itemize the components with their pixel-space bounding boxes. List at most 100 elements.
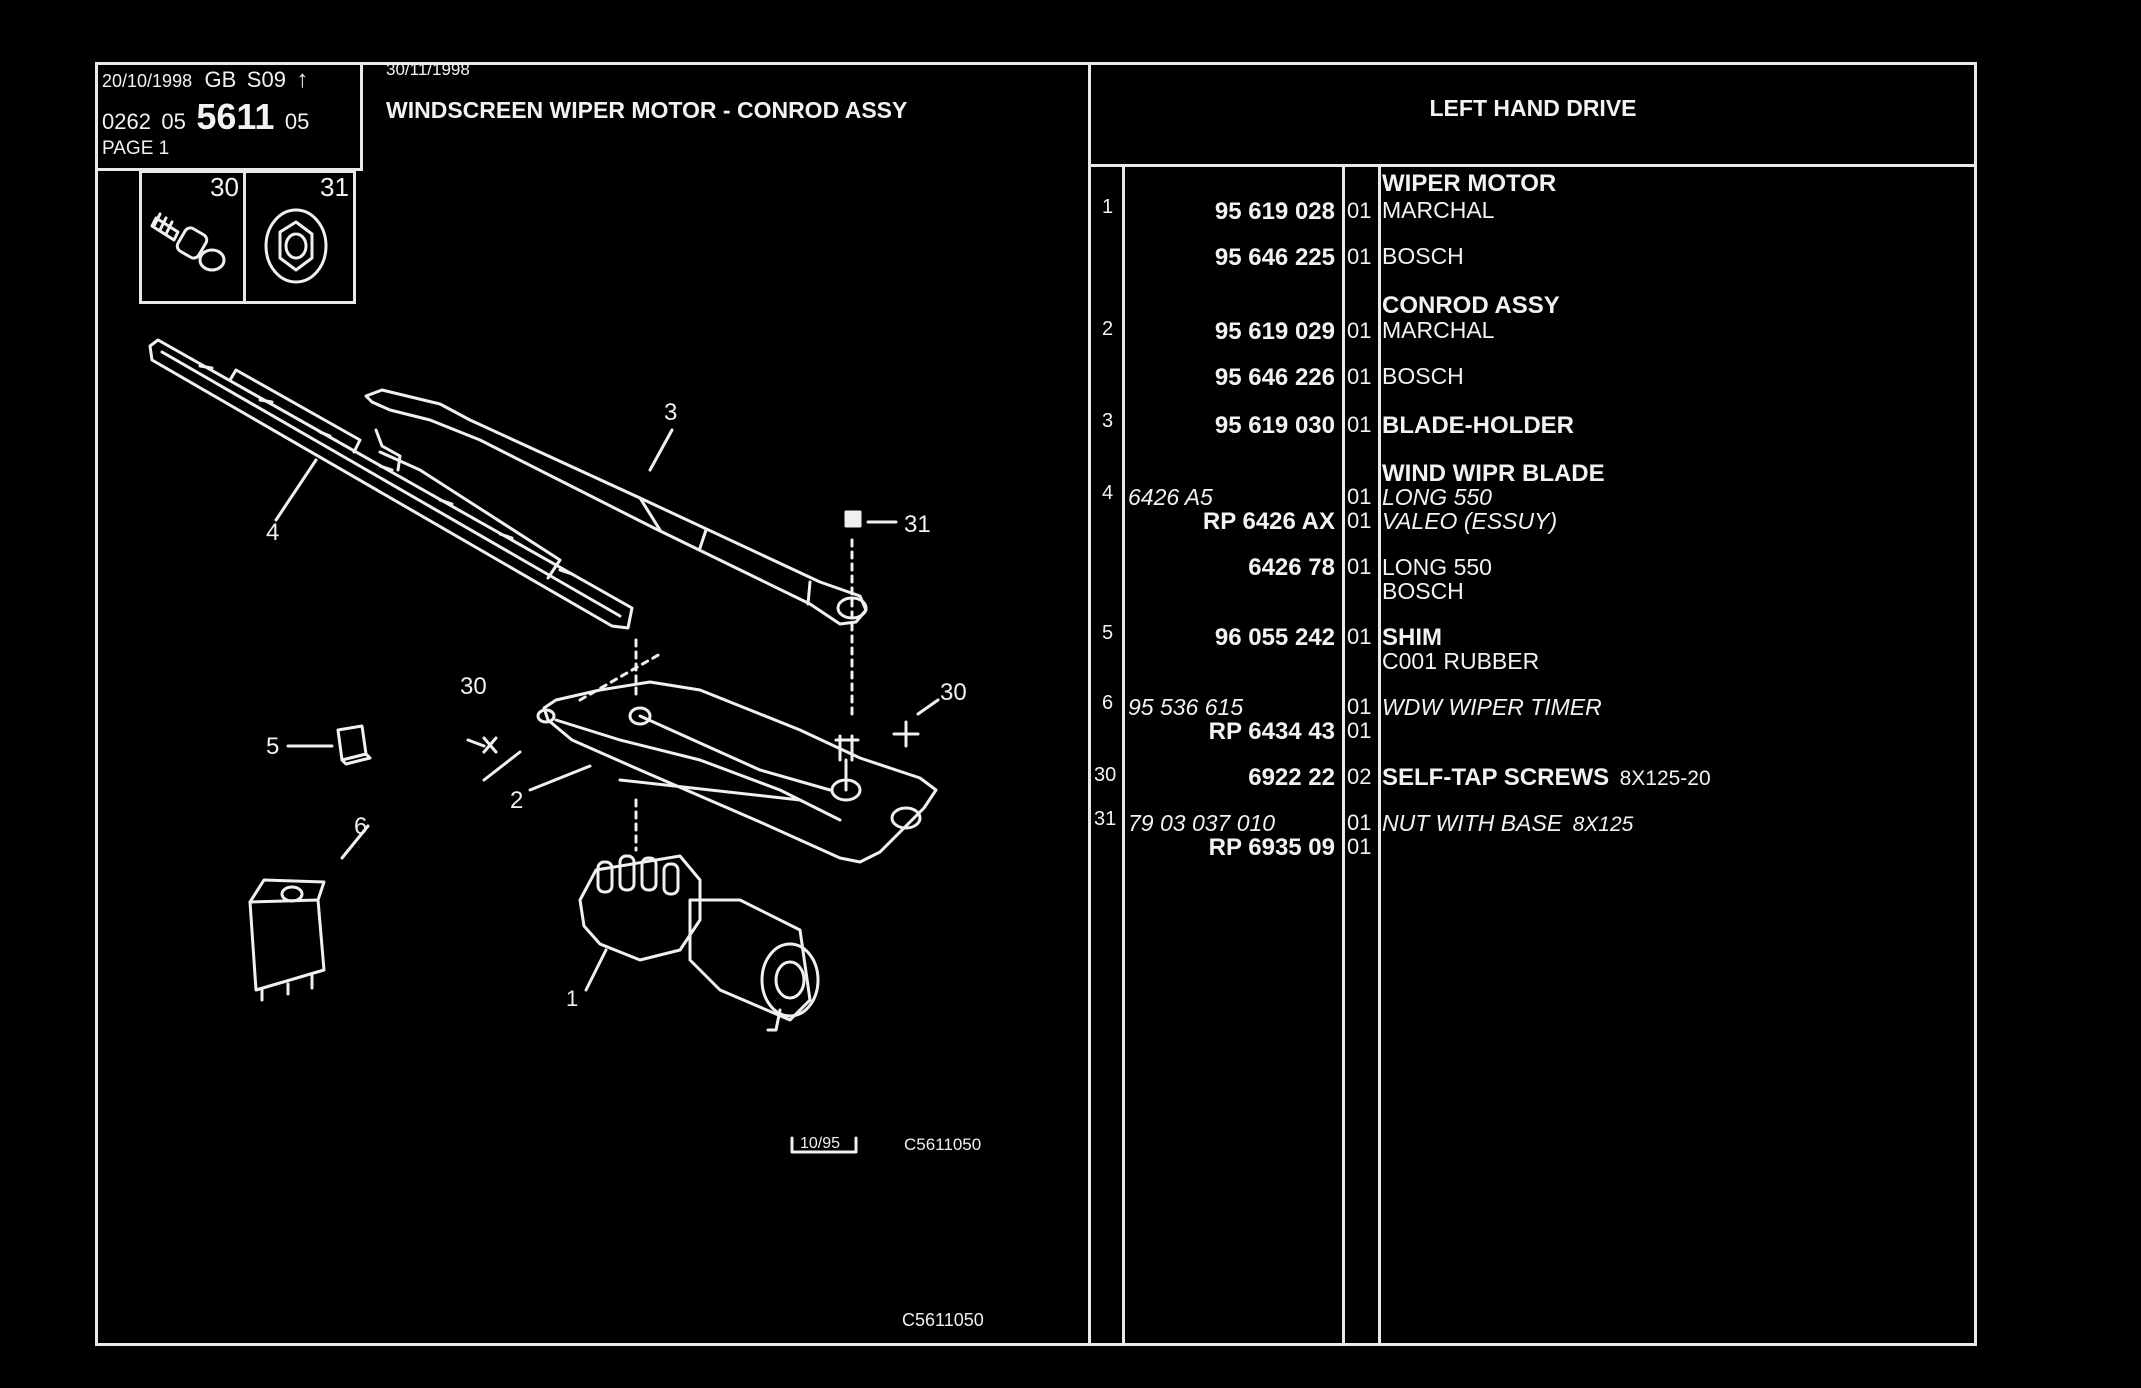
- header-col-divider: [360, 62, 363, 170]
- wiper-motor: [578, 854, 820, 1032]
- part-description: SHIM: [1382, 624, 1442, 651]
- callout-30-right: 30: [940, 679, 967, 706]
- quantity: 01: [1347, 554, 1372, 579]
- timer-relay: [248, 878, 326, 1002]
- part-reference: 96 055 242: [1214, 624, 1335, 651]
- date-update: 30/11/1998: [386, 60, 470, 79]
- part-heading: CONROD ASSY: [1382, 292, 1560, 319]
- part-description-alt: WDW WIPER TIMER: [1382, 694, 1602, 720]
- part-reference-alt: 95 536 615: [1128, 694, 1244, 720]
- table-col-line-2: [1342, 166, 1345, 1344]
- part-reference: 95 646 225: [1214, 244, 1335, 271]
- item-number: 3: [1102, 410, 1114, 432]
- item-number: 30: [1094, 764, 1117, 786]
- callout-31: 31: [904, 511, 931, 538]
- part-reference: 95 646 226: [1214, 364, 1335, 391]
- item-number: 5: [1102, 622, 1114, 644]
- frame-left: [95, 62, 98, 1346]
- callout-1: 1: [566, 986, 578, 1011]
- inset-box-screw: [139, 170, 246, 304]
- part-reference: RP 6426 AX: [1202, 508, 1335, 535]
- code-b: 05: [161, 109, 186, 134]
- market-code: GB: [204, 67, 237, 92]
- callout-2: 2: [510, 787, 523, 814]
- part-description-main: NUT WITH BASE: [1382, 810, 1563, 836]
- part-reference: RP 6434 43: [1208, 718, 1335, 745]
- callout-5: 5: [266, 733, 279, 760]
- part-description: BOSCH: [1382, 363, 1464, 389]
- item-number: 4: [1102, 482, 1114, 504]
- parts-table: WIPER MOTOR 1 95 619 028 01 MARCHAL 95 6…: [1090, 166, 1974, 1342]
- page-title: WINDSCREEN WIPER MOTOR - CONROD ASSY: [386, 97, 908, 123]
- part-description: BOSCH: [1382, 243, 1464, 269]
- date-issue: 20/10/1998: [102, 71, 193, 91]
- quantity: 01: [1347, 718, 1372, 743]
- quantity: 01: [1347, 318, 1372, 343]
- quantity: 01: [1347, 364, 1372, 389]
- screw-icon: [150, 212, 226, 272]
- shim: [336, 724, 372, 766]
- part-description: LONG 550: [1382, 554, 1492, 580]
- quantity: 01: [1347, 834, 1372, 859]
- quantity: 02: [1347, 764, 1372, 789]
- wiper-blade: [148, 338, 634, 630]
- part-reference-alt: 6426 A5: [1128, 484, 1213, 510]
- part-reference: 95 619 029: [1214, 318, 1335, 345]
- part-description-alt: LONG 550: [1382, 484, 1492, 510]
- item-number: 2: [1102, 318, 1114, 340]
- drive-side-label: LEFT HAND DRIVE: [1429, 95, 1637, 121]
- season-code: S09: [246, 67, 286, 92]
- code-a: 0262: [102, 109, 151, 134]
- diagram-ref-bottom: C5611050: [902, 1310, 984, 1330]
- part-description: SELF-TAP SCREWS 8X125-20: [1382, 764, 1711, 792]
- item-number: 6: [1102, 692, 1114, 714]
- inset-box-nut: [243, 170, 356, 304]
- part-heading: WIPER MOTOR: [1382, 170, 1557, 197]
- quantity-alt: 01: [1347, 694, 1372, 719]
- callout-3: 3: [664, 399, 677, 426]
- part-description-suffix: 8X125-20: [1619, 767, 1711, 790]
- inset-label-31: 31: [320, 172, 349, 202]
- header-codes: 20/10/1998 GB S09 ↑: [102, 66, 308, 94]
- blade-holder-arm: [364, 388, 868, 626]
- date-stamp: 10/95: [800, 1135, 840, 1152]
- part-description-2: C001 RUBBER: [1382, 648, 1540, 674]
- part-description-alt: NUT WITH BASE 8X125: [1382, 810, 1633, 837]
- code-main: 5611: [196, 96, 275, 137]
- diagram-ref-inner: C5611050: [904, 1135, 981, 1154]
- table-col-line-3: [1378, 166, 1381, 1344]
- page-number: PAGE 1: [102, 138, 170, 159]
- table-col-line-1: [1122, 166, 1125, 1344]
- frame-right: [1974, 62, 1977, 1346]
- quantity: 01: [1347, 198, 1372, 223]
- part-reference: 95 619 028: [1214, 198, 1335, 225]
- quantity: 01: [1347, 508, 1372, 533]
- frame-top: [95, 62, 1977, 65]
- nut-31-mark: [844, 510, 862, 528]
- quantity: 01: [1347, 624, 1372, 649]
- callout-30-left: 30: [460, 673, 487, 700]
- quantity: 01: [1347, 244, 1372, 269]
- header-divider-left: [95, 168, 363, 171]
- callout-4: 4: [266, 519, 279, 546]
- item-number: 1: [1102, 196, 1114, 218]
- part-reference: 6426 78: [1248, 554, 1335, 581]
- frame-bottom: [95, 1343, 1977, 1346]
- quantity-alt: 01: [1347, 810, 1372, 835]
- header-divider-right: [1088, 164, 1977, 167]
- code-c: 05: [284, 109, 310, 134]
- frame-divider: [1088, 62, 1091, 1346]
- part-description: BLADE-HOLDER: [1382, 412, 1574, 439]
- quantity: 01: [1347, 412, 1372, 437]
- catalog-code: 0262 05 5611 05: [102, 96, 309, 138]
- part-reference: 95 619 030: [1214, 412, 1335, 439]
- conrod-linkage: [536, 680, 938, 864]
- part-reference: RP 6935 09: [1208, 834, 1335, 861]
- inset-label-30: 30: [210, 172, 239, 202]
- item-number: 31: [1094, 808, 1117, 830]
- quantity-alt: 01: [1347, 484, 1372, 509]
- part-reference: 6922 22: [1248, 764, 1335, 791]
- part-description-main: SELF-TAP SCREWS: [1382, 764, 1610, 791]
- part-reference-alt: 79 03 037 010: [1128, 810, 1276, 836]
- exploded-diagram: 4 3 31 30 30 5 2 6 1 10/95 C5611050 C561…: [148, 208, 984, 1330]
